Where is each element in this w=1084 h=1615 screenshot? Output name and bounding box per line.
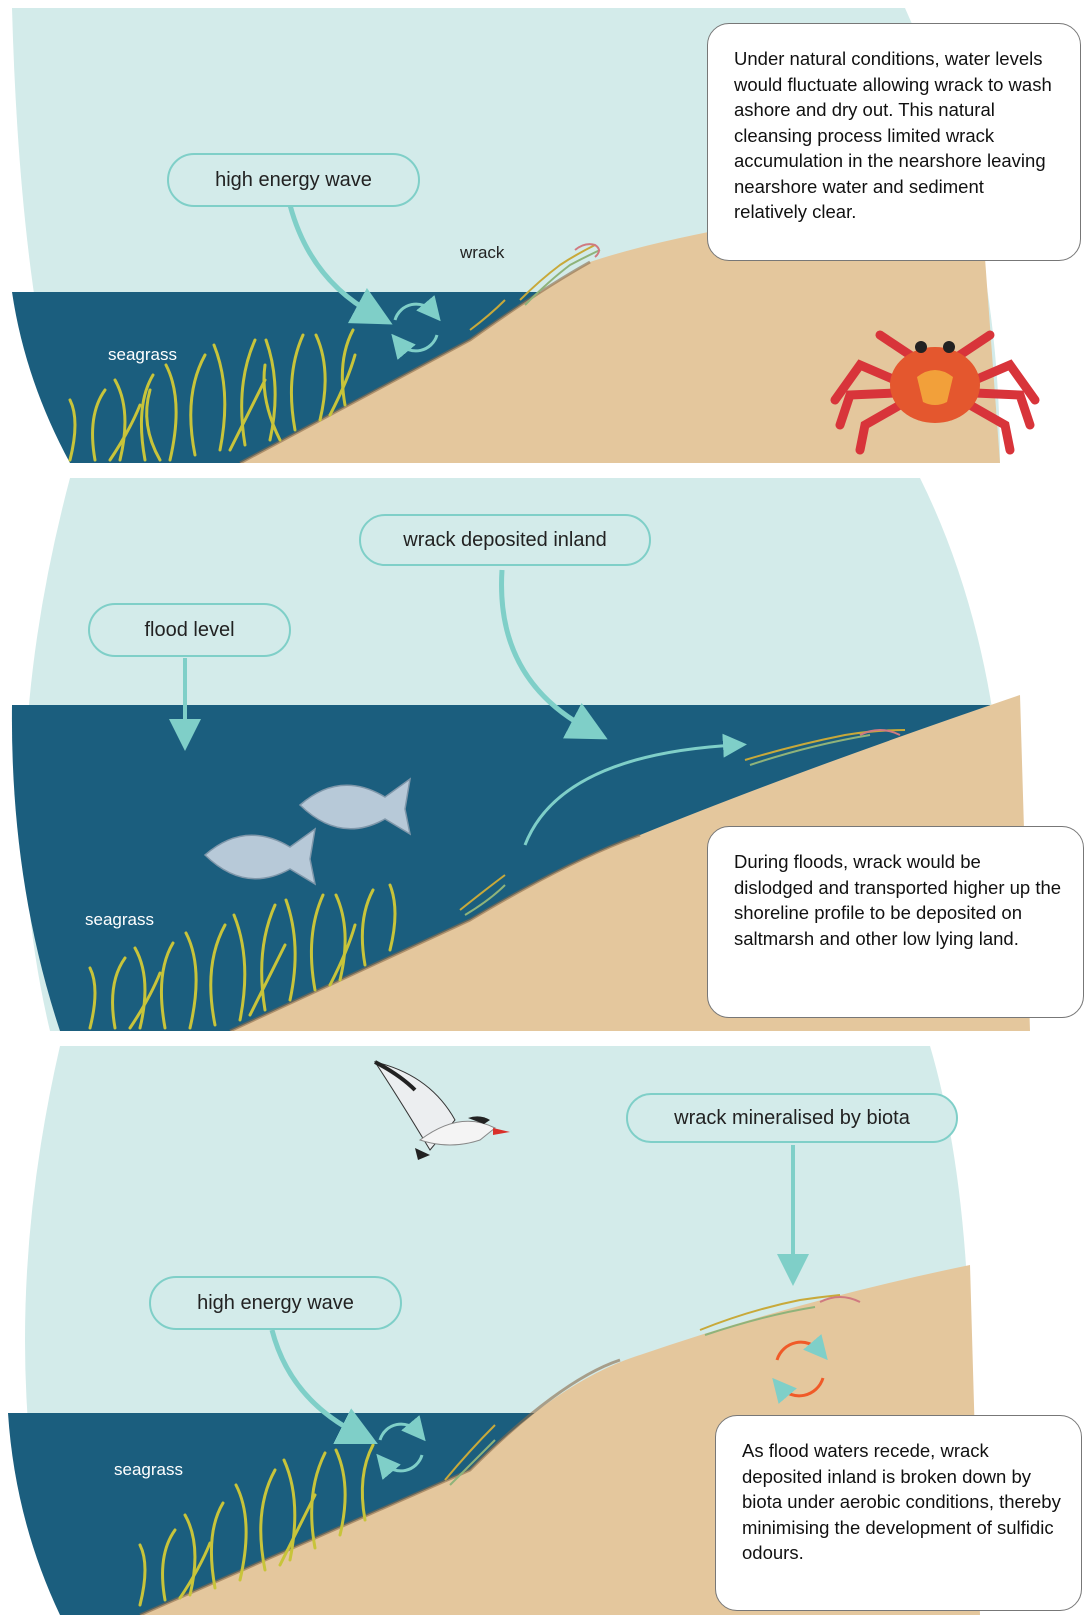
panel-3-description: As flood waters recede, wrack deposited … [715,1415,1082,1611]
flood-level-label: flood level [88,603,291,657]
wrack-mineralised-by-biota-label: wrack mineralised by biota [626,1093,958,1143]
high-energy-wave-label: high energy wave [149,1276,402,1330]
wrack-deposited-inland-label: wrack deposited inland [359,514,651,566]
seagrass-label: seagrass [114,1460,183,1480]
panel-1-description: Under natural conditions, water levels w… [707,23,1081,261]
high-energy-wave-label: high energy wave [167,153,420,207]
wrack-label: wrack [460,243,504,263]
panel-2-description: During floods, wrack would be dislodged … [707,826,1084,1018]
seagrass-label: seagrass [85,910,154,930]
seagrass-label: seagrass [108,345,177,365]
